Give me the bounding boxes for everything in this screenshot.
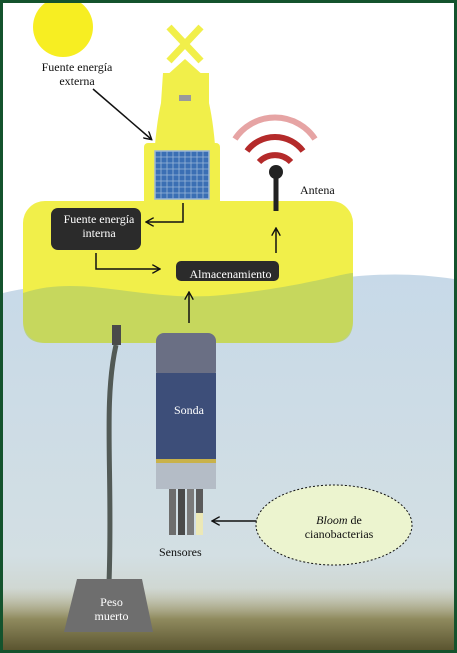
mast-top-icon	[165, 24, 205, 77]
mast-light	[179, 95, 191, 101]
internal-energy-label: Fuente energía interna	[63, 212, 135, 240]
sensors-icon	[169, 489, 203, 535]
sensors-label: Sensores	[159, 545, 202, 559]
bloom-label: Bloom de cianobacterias	[261, 513, 417, 541]
antenna-label: Antena	[300, 183, 335, 197]
storage-box	[176, 261, 279, 281]
internal-energy-box	[51, 208, 141, 250]
probe-icon	[156, 333, 216, 489]
buoy-submerged-part	[23, 273, 353, 343]
probe-label: Sonda	[174, 403, 204, 417]
antenna-icon	[232, 114, 318, 211]
arrow-internal-to-storage	[95, 253, 159, 269]
arrow-panel-to-internal	[147, 203, 184, 222]
bloom-italic-text: Bloom	[316, 513, 348, 527]
bloom-ellipse	[255, 484, 413, 566]
deadweight-block	[64, 579, 153, 632]
arrow-external-to-panel	[92, 88, 151, 139]
buoy-mast	[155, 73, 215, 145]
solar-panel-icon	[154, 150, 210, 200]
mooring-cable	[106, 325, 121, 584]
external-energy-label: Fuente energía externa	[41, 60, 113, 88]
deadweight-label: Peso muerto	[94, 595, 129, 623]
buoy-diagram	[3, 3, 454, 650]
bloom-rest-text: de cianobacterias	[304, 513, 374, 541]
storage-label: Almacenamiento	[189, 267, 272, 281]
sun-icon	[33, 3, 93, 57]
